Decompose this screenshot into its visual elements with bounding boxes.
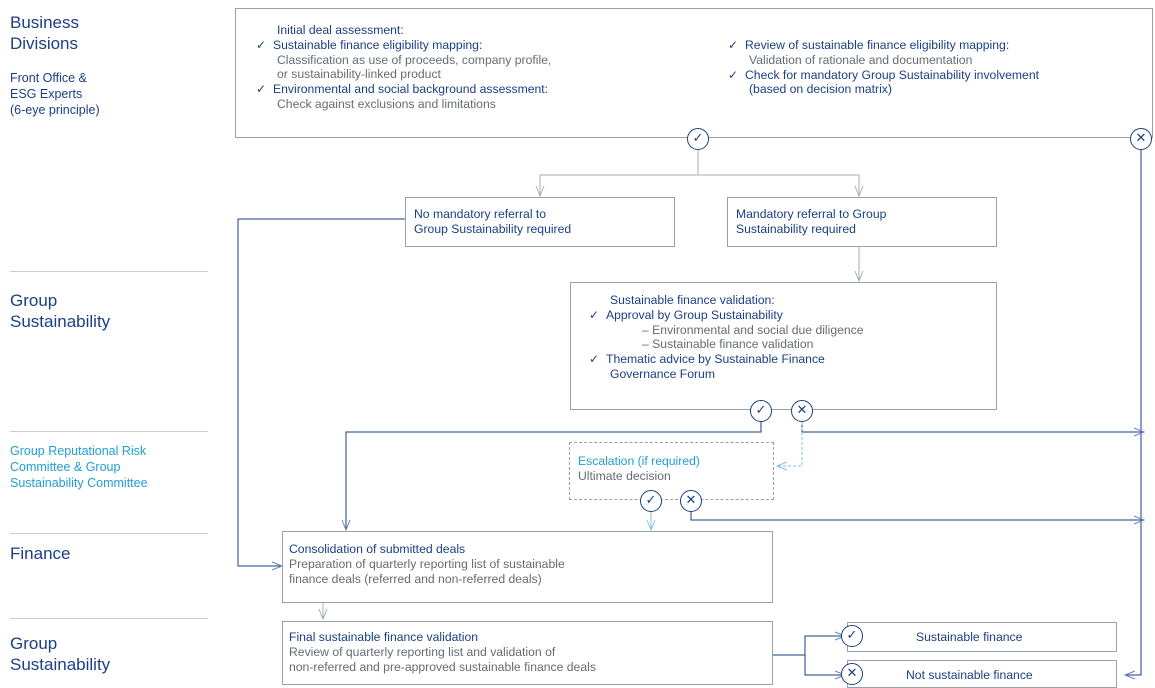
lane-title: Group Reputational Risk	[10, 444, 147, 458]
connector-validation-reject-right	[801, 422, 1144, 432]
connector-no-referral-to-consolidation	[237, 218, 405, 566]
lane-subtitle-line: (6-eye principle)	[10, 103, 100, 117]
referral-line: Mandatory referral to Group	[736, 207, 887, 221]
lane-business-divisions: Business Divisions Front Office & ESG Ex…	[10, 12, 210, 118]
check-circle-icon: ✓	[841, 625, 863, 647]
lane-subtitle: Front Office & ESG Experts (6-eye princi…	[10, 70, 210, 118]
escalation-subtitle: Ultimate decision	[578, 468, 671, 483]
lane-title: Finance	[10, 544, 71, 563]
assessment-left-column: Initial deal assessment: ✓ Sustainable fi…	[256, 23, 551, 112]
assessment-detail: Validation of rationale and documentatio…	[749, 52, 973, 67]
lane-title: Sustainability Committee	[10, 476, 148, 490]
no-referral-line: Group Sustainability required	[414, 221, 572, 236]
outcome-sustainable-box: Sustainable finance	[847, 622, 1117, 652]
outcome-sustainable-label: Sustainable finance	[916, 630, 1023, 644]
lane-title: Group	[10, 634, 58, 653]
lane-subtitle-line: Front Office &	[10, 71, 87, 85]
escalation-title: Escalation (if required)	[578, 454, 700, 468]
assessment-detail: or sustainability-linked product	[277, 67, 441, 82]
check-circle-icon: ✓	[750, 400, 772, 422]
checkmark-icon: ✓	[256, 82, 267, 97]
referral-box: Mandatory referral to Group Sustainabili…	[727, 197, 997, 247]
lane-divider	[10, 271, 208, 272]
checkmark-icon: ✓	[589, 352, 600, 367]
lane-title: Committee & Group	[10, 460, 121, 474]
validation-item: Thematic advice by Sustainable Finance	[606, 352, 825, 367]
assessment-item: Environmental and social background asse…	[273, 82, 549, 97]
final-validation-detail: Review of quarterly reporting list and v…	[289, 644, 556, 659]
referral-text: Mandatory referral to Group Sustainabili…	[736, 207, 886, 237]
final-validation-title: Final sustainable finance validation	[289, 630, 479, 644]
assessment-heading: Initial deal assessment:	[277, 23, 404, 37]
lane-subtitle-line: ESG Experts	[10, 87, 83, 101]
validation-item: Governance Forum	[610, 366, 715, 381]
checkmark-icon: ✓	[589, 307, 600, 322]
connector-escalation-reject-right	[690, 512, 1144, 520]
escalation-text: Escalation (if required) Ultimate decisi…	[578, 454, 700, 484]
validation-subitem: – Environmental and social due diligence	[642, 322, 864, 337]
consolidation-text: Consolidation of submitted deals Prepara…	[289, 542, 565, 586]
assessment-right-column: ✓ Review of sustainable finance eligibili…	[728, 38, 1039, 97]
validation-item: Approval by Group Sustainability	[606, 307, 783, 322]
no-referral-box: No mandatory referral to Group Sustainab…	[405, 197, 675, 247]
connector-to-negative	[804, 655, 845, 675]
assessment-item: Review of sustainable finance eligibilit…	[745, 38, 1010, 52]
lane-title: Divisions	[10, 34, 79, 53]
x-circle-icon: ✕	[680, 490, 702, 512]
x-circle-icon: ✕	[1130, 128, 1152, 150]
consolidation-box: Consolidation of submitted deals Prepara…	[282, 531, 773, 603]
checkmark-icon: ✓	[256, 37, 267, 52]
validation-subitem: – Sustainable finance validation	[642, 337, 814, 352]
lane-reputational-risk: Group Reputational Risk Committee & Grou…	[10, 443, 210, 491]
x-circle-icon: ✕	[841, 663, 863, 685]
checkmark-icon: ✓	[728, 67, 739, 82]
final-validation-detail: non-referred and pre-approved sustainabl…	[289, 659, 596, 674]
outcome-not-sustainable-box: Not sustainable finance	[847, 660, 1117, 688]
assessment-detail: (based on decision matrix)	[749, 82, 892, 97]
initial-assessment-box: Initial deal assessment: ✓ Sustainable fi…	[235, 8, 1153, 138]
connector-validation-approve	[346, 422, 762, 530]
connector-validation-reject-escalation	[777, 422, 803, 466]
check-circle-icon: ✓	[640, 490, 662, 512]
lane-group-sustainability: Group Sustainability	[10, 290, 210, 332]
lane-title: Business	[10, 13, 79, 32]
check-circle-icon: ✓	[687, 128, 709, 150]
x-circle-icon: ✕	[791, 400, 813, 422]
referral-line: Sustainability required	[736, 221, 856, 236]
no-referral-text: No mandatory referral to Group Sustainab…	[414, 207, 571, 237]
lane-finance: Finance	[10, 543, 210, 564]
connector-to-positive	[804, 636, 845, 655]
connector-top-reject-down	[1125, 150, 1142, 675]
no-referral-line: No mandatory referral to	[414, 207, 547, 221]
lane-group-sustainability-final: Group Sustainability	[10, 633, 210, 675]
lane-title: Sustainability	[10, 312, 111, 331]
assessment-detail: Check against exclusions and limitations	[277, 96, 496, 111]
lane-divider	[10, 618, 208, 619]
checkmark-icon: ✓	[728, 38, 739, 52]
escalation-box: Escalation (if required) Ultimate decisi…	[569, 442, 774, 500]
consolidation-detail: finance deals (referred and non-referred…	[289, 571, 542, 586]
validation-content: Sustainable finance validation: ✓ Approva…	[589, 293, 864, 382]
outcome-not-sustainable-label: Not sustainable finance	[906, 668, 1033, 682]
final-validation-box: Final sustainable finance validation Rev…	[282, 621, 773, 685]
validation-box: Sustainable finance validation: ✓ Approva…	[570, 282, 997, 410]
assessment-item: Sustainable finance eligibility mapping:	[273, 37, 483, 52]
validation-heading: Sustainable finance validation:	[610, 293, 775, 307]
consolidation-detail: Preparation of quarterly reporting list …	[289, 556, 565, 571]
lane-title: Group	[10, 291, 58, 310]
assessment-item: Check for mandatory Group Sustainability…	[745, 67, 1039, 82]
final-validation-text: Final sustainable finance validation Rev…	[289, 630, 596, 674]
lane-title: Sustainability	[10, 655, 111, 674]
lane-divider	[10, 533, 208, 534]
consolidation-title: Consolidation of submitted deals	[289, 542, 466, 556]
assessment-detail: Classification as use of proceeds, compa…	[277, 52, 552, 67]
lane-divider	[10, 431, 208, 432]
